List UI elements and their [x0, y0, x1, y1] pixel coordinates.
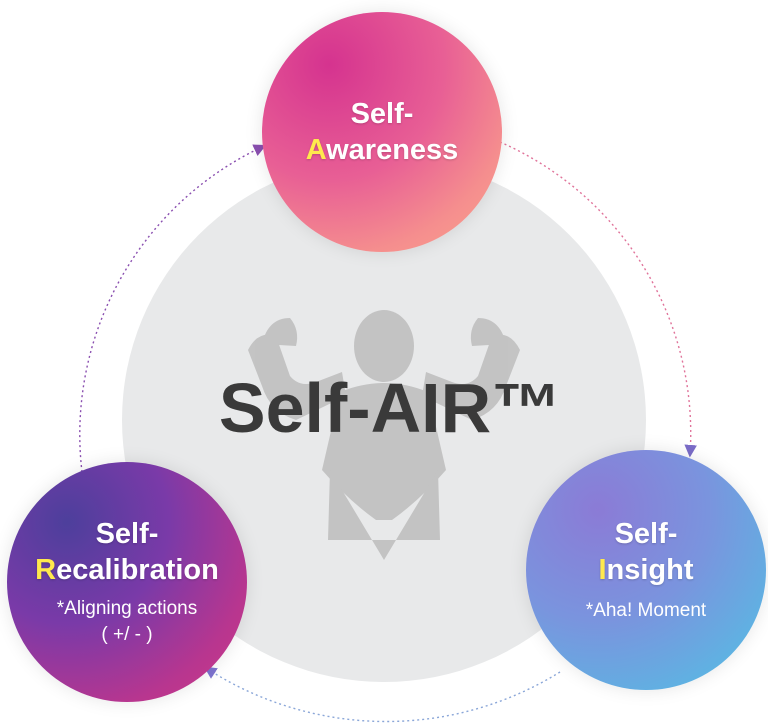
node-recal-line1: Self- — [95, 518, 159, 550]
arrow-awareness-to-insight — [499, 141, 697, 458]
node-insight-rest: nsight — [606, 554, 694, 586]
node-recal-rest: ecalibration — [56, 554, 219, 586]
node-self-awareness: Self- Awareness — [262, 12, 502, 252]
node-insight-note: *Aha! Moment — [585, 600, 707, 621]
arrow-recalibration-to-awareness — [79, 144, 267, 473]
flexing-figure-icon — [248, 310, 520, 560]
node-recal-note-1: *Aligning actions — [56, 598, 198, 619]
node-self-insight: Self- Insight *Aha! Moment — [526, 450, 766, 690]
arrow-insight-to-recalibration — [203, 666, 561, 723]
node-awareness-rest: wareness — [326, 134, 459, 166]
node-insight-initial: I — [598, 554, 607, 586]
node-self-recalibration: Self- Recalibration *Aligning actions ( … — [7, 462, 247, 702]
node-recal-note-2: ( +/ - ) — [101, 624, 153, 645]
node-insight-line2: Insight — [598, 552, 693, 588]
node-recal-initial: R — [35, 554, 57, 586]
node-awareness-line1: Self- — [350, 98, 414, 130]
node-insight-line1: Self- — [614, 518, 678, 550]
node-recal-line2: Recalibration — [35, 552, 219, 588]
node-awareness-initial: A — [305, 134, 327, 166]
center-title: Self-AIR™ — [218, 369, 562, 447]
node-awareness-line2: Awareness — [306, 132, 459, 168]
